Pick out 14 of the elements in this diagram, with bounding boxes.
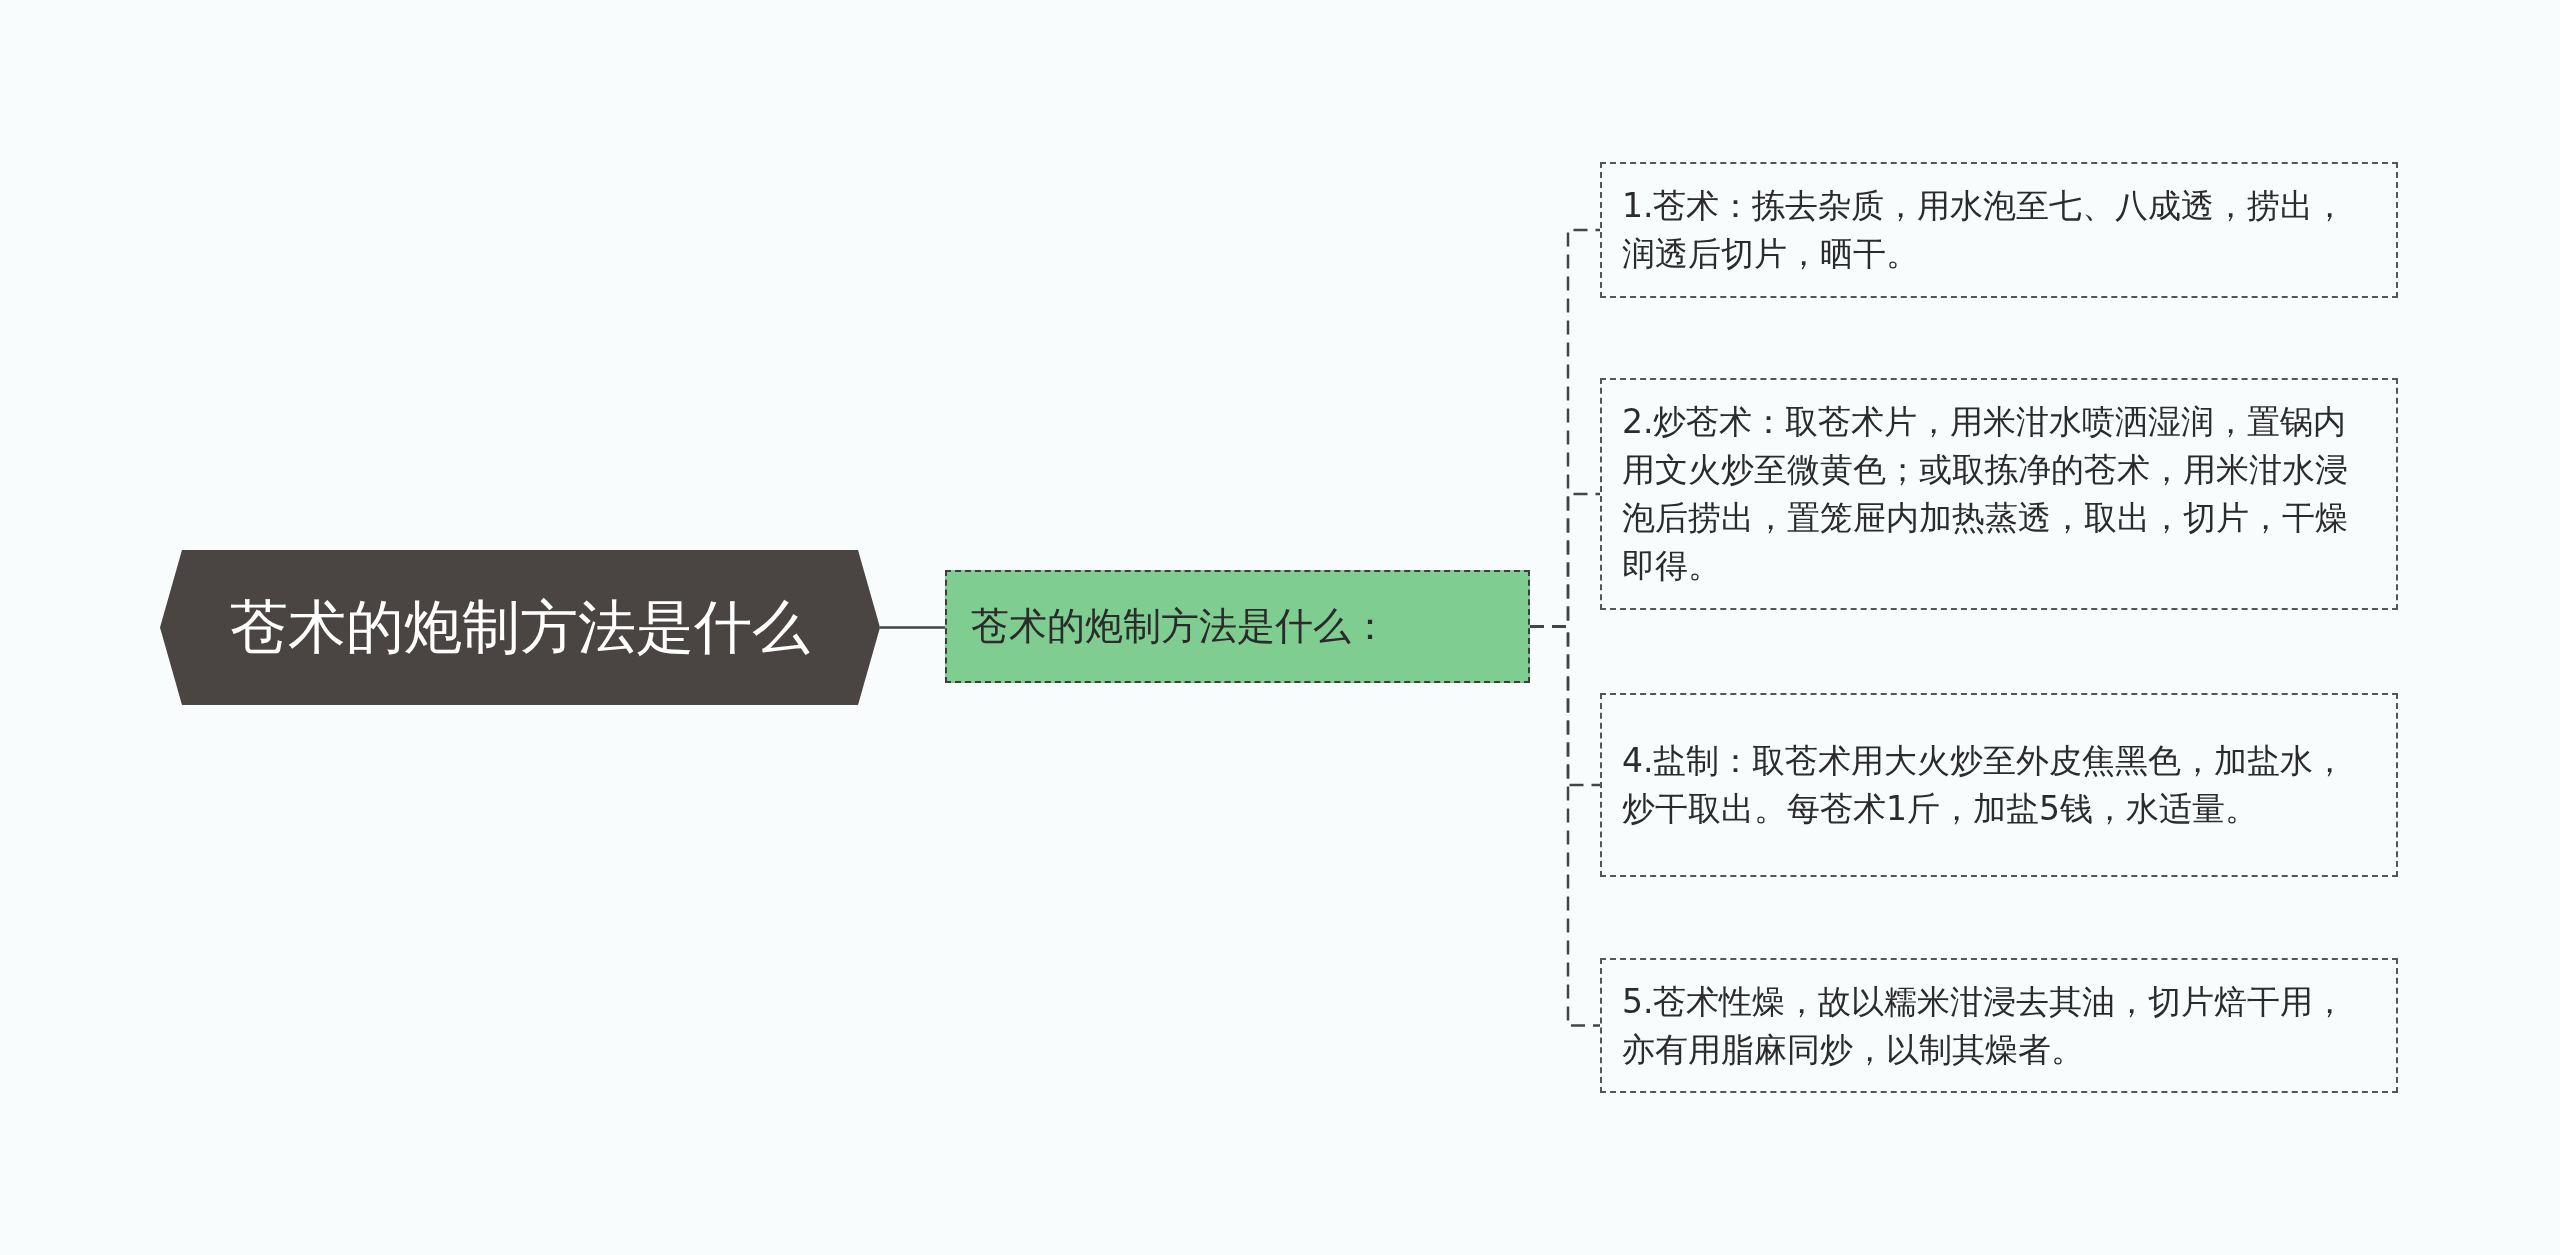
node-text: 4.盐制：取苍术用大火炒至外皮焦黑色，加盐水，炒干取出。每苍术1斤，加盐5钱，水适量。: [1622, 740, 2348, 830]
detail-box: [1600, 378, 2398, 610]
detail-box: [1600, 693, 2398, 877]
subtopic-box: [945, 570, 1530, 683]
node-text: 1.苍术：拣去杂质，用水泡至七、八成透，捞出，润透后切片，晒干。: [1622, 185, 2348, 275]
detail-box: [1600, 162, 2398, 298]
node-text: 苍术的炮制方法是什么: [230, 593, 810, 661]
topic-hexagon: [160, 550, 880, 705]
detail-box: [1600, 958, 2398, 1093]
node-text: 苍术的炮制方法是什么：: [971, 603, 1389, 650]
connector-line: [880, 626, 945, 629]
node-text: 2.炒苍术：取苍术片，用米泔水喷洒湿润，置锅内用文火炒至微黄色；或取拣净的苍术，用米泔水浸泡后捞出，置笼屉内加热蒸透，取出，切片，干燥即得。: [1622, 401, 2349, 587]
connector-line: [1530, 625, 1600, 1027]
node-text: 5.苍术性燥，故以糯米泔浸去其油，切片焙干用，亦有用脂麻同炒，以制其燥者。: [1622, 980, 2348, 1071]
